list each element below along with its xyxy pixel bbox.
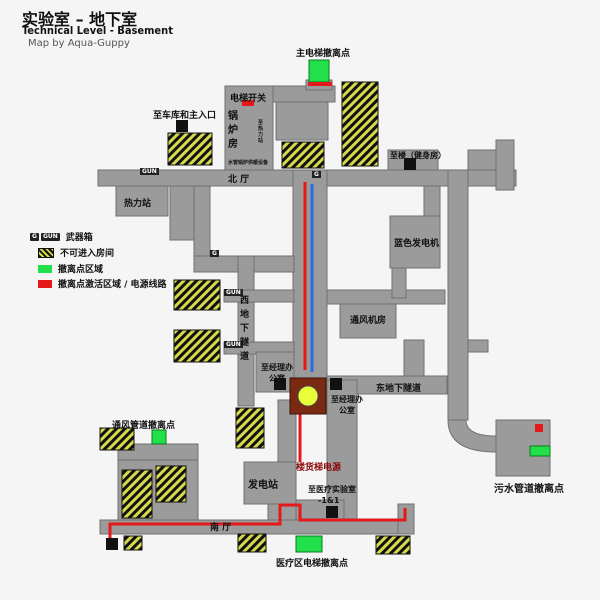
weapon-tag: G xyxy=(312,171,321,178)
corridor-power-up xyxy=(277,399,297,463)
corridor-right-link xyxy=(423,185,441,217)
legend-power-line: 撤离点激活区域 / 电源线路 xyxy=(38,277,167,290)
corridor-right-down xyxy=(391,267,407,299)
corridor-west-upper xyxy=(193,185,211,257)
label-to-building: 至楼（健身房） xyxy=(390,151,446,160)
label-ventilation: 通风机房 xyxy=(350,316,387,326)
label-elevator-switch: 电梯开关 xyxy=(230,94,267,104)
extract-main-elevator xyxy=(308,59,330,83)
map-credit: Map by Aqua-Guppy xyxy=(28,38,130,49)
stair-icon-office-right xyxy=(330,378,342,390)
label-medical-elevator: 医疗区电梯撤离点 xyxy=(276,559,349,569)
map-subtitle: Technical Level - Basement xyxy=(22,24,173,37)
no-entry-west-a xyxy=(173,279,221,311)
extract-medical-elevator xyxy=(295,535,323,553)
no-entry-south-a xyxy=(123,535,143,551)
label-lab-floor: -1&1 xyxy=(318,496,340,505)
no-entry-sw-b xyxy=(155,465,187,503)
stair-icon-southwest xyxy=(106,538,118,550)
power-elevator-switch xyxy=(242,100,254,106)
red-swatch xyxy=(38,279,52,288)
no-entry-vent xyxy=(99,427,135,451)
label-west-tunnel: 西地下隧道 xyxy=(240,296,250,362)
corridor-central xyxy=(292,169,328,381)
weapon-tag: GUN xyxy=(224,341,243,348)
no-entry-garage xyxy=(167,132,213,166)
room-ventilation xyxy=(339,303,397,339)
label-blue-generator: 蓝色发电机 xyxy=(394,239,440,249)
corridor-south-hall xyxy=(99,519,411,535)
power-sewage xyxy=(535,424,543,432)
label-main-elevator: 主电梯撤离点 xyxy=(296,49,351,59)
corridor-vent-down xyxy=(403,339,425,377)
weapon-tag: GUN xyxy=(140,168,159,175)
stair-icon-medical xyxy=(326,506,338,518)
label-cargo-power: 楼货梯电源 xyxy=(296,463,342,473)
corridor-east-branch xyxy=(467,339,489,353)
corridor-east-stub xyxy=(495,139,515,191)
label-to-manager-office-right: 至经理办公室 xyxy=(331,395,363,415)
stair-icon-building xyxy=(404,158,416,170)
green-swatch xyxy=(38,264,52,273)
key-icon xyxy=(297,385,319,407)
label-boiler-room: 锅炉房 xyxy=(228,111,238,150)
room-heating xyxy=(115,185,169,217)
stair-icon-office-left xyxy=(274,378,286,390)
corridor-east-vertical xyxy=(447,169,469,421)
corridor-east-bend xyxy=(447,419,497,453)
power-line-south xyxy=(108,503,407,540)
room-blue-generator xyxy=(389,215,441,269)
corridor-mid-east xyxy=(326,289,446,305)
weapon-tag: G xyxy=(210,250,219,257)
label-boiler-note-a: 至热力站 xyxy=(258,120,264,144)
map-title: 实验室 – 地下室 xyxy=(22,10,138,29)
no-entry-top-right xyxy=(341,81,379,167)
label-sewage-extract: 污水管道撤离点 xyxy=(494,484,564,495)
label-to-medical-lab: 至医疗实验室 xyxy=(308,485,356,494)
legend-extract-zone: 撤离点区域 xyxy=(38,262,103,275)
no-entry-south-c xyxy=(375,535,411,555)
label-vent-extract: 通风管道撤离点 xyxy=(112,421,176,431)
stair-icon-garage xyxy=(176,120,188,132)
extract-vent xyxy=(151,429,167,445)
label-north-hall: 北 厅 xyxy=(228,175,250,185)
weapon-tag: GUN xyxy=(224,289,243,296)
label-to-manager-office-left: 至经理办公室 xyxy=(261,363,293,383)
no-entry-mid-west xyxy=(235,407,265,449)
hatch-swatch xyxy=(38,247,54,258)
extract-sewage xyxy=(529,445,551,457)
label-to-garage: 至车库和主入口 xyxy=(153,111,217,121)
legend-no-entry: 不可进入房间 xyxy=(38,246,114,259)
no-entry-sw-a xyxy=(121,469,153,519)
room-top-center xyxy=(275,101,329,141)
no-entry-south-b xyxy=(237,533,267,553)
label-boiler-note-b: 水管锅炉供暖设备 xyxy=(228,160,269,166)
label-south-hall: 南 厅 xyxy=(210,523,232,533)
power-main-elevator xyxy=(308,82,332,86)
label-east-tunnel: 东地下隧道 xyxy=(376,384,422,394)
label-heating-station: 热力站 xyxy=(124,199,152,209)
corridor-south-right xyxy=(326,379,358,521)
no-entry-top-center xyxy=(281,141,325,169)
no-entry-west-b xyxy=(173,329,221,363)
label-power-station: 发电站 xyxy=(248,480,278,491)
